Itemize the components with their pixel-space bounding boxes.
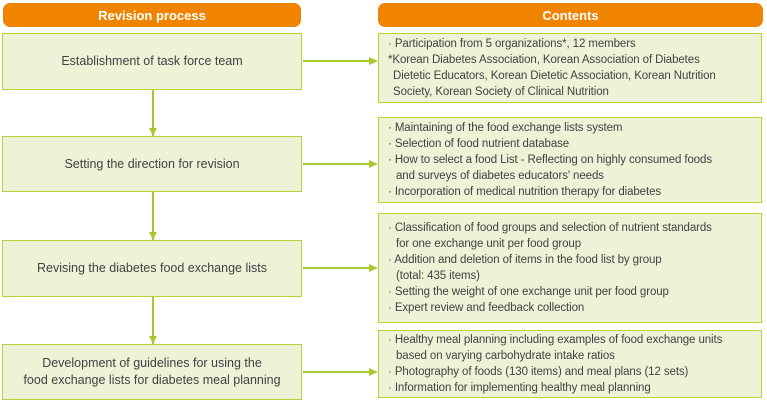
revision-process-header: Revision process	[3, 3, 301, 27]
content-item: Healthy meal planning including examples…	[388, 332, 759, 364]
contents-box-3: Classification of food groups and select…	[378, 213, 762, 323]
content-item: How to select a food List - Reflecting o…	[388, 152, 759, 184]
content-item: Incorporation of medical nutrition thera…	[388, 184, 759, 200]
content-item: Maintaining of the food exchange lists s…	[388, 120, 759, 136]
content-item: Selection of food nutrient database	[388, 136, 759, 152]
arrow-right-icon-4	[303, 367, 378, 376]
process-step-2: Setting the direction for revision	[2, 136, 302, 192]
content-item: Photography of foods (130 items) and mea…	[388, 364, 759, 380]
content-item: Setting the weight of one exchange unit …	[388, 284, 759, 300]
process-step-1: Establishment of task force team	[2, 33, 302, 90]
content-item: Classification of food groups and select…	[388, 220, 759, 252]
arrow-right-icon-3	[303, 263, 378, 272]
contents-box-2: Maintaining of the food exchange lists s…	[378, 117, 762, 203]
process-step-2-label: Setting the direction for revision	[64, 156, 240, 171]
contents-header: Contents	[378, 3, 763, 27]
arrow-down-icon-1	[149, 90, 157, 136]
process-step-3-label: Revising the diabetes food exchange list…	[36, 261, 267, 275]
arrow-down-icon-2	[149, 192, 157, 240]
arrow-right-icon-2	[303, 159, 378, 168]
process-step-4-label: Development of guidelines for using the …	[23, 356, 281, 387]
content-footnote: *Korean Diabetes Association, Korean Ass…	[388, 54, 716, 98]
process-step-4: Development of guidelines for using the …	[2, 344, 302, 400]
contents-box-1: Participation from 5 organizations*, 12 …	[378, 33, 762, 103]
content-item: Information for implementing healthy mea…	[388, 380, 759, 396]
process-step-1-label: Establishment of task force team	[61, 54, 243, 68]
contents-box-4: Healthy meal planning including examples…	[378, 330, 762, 398]
arrow-down-icon-3	[149, 297, 157, 344]
process-step-3: Revising the diabetes food exchange list…	[2, 240, 302, 297]
content-item: Addition and deletion of items in the fo…	[388, 252, 759, 284]
content-item: Participation from 5 organizations*, 12 …	[388, 36, 759, 52]
arrow-right-icon-1	[303, 56, 378, 65]
content-item: Expert review and feedback collection	[388, 300, 759, 316]
